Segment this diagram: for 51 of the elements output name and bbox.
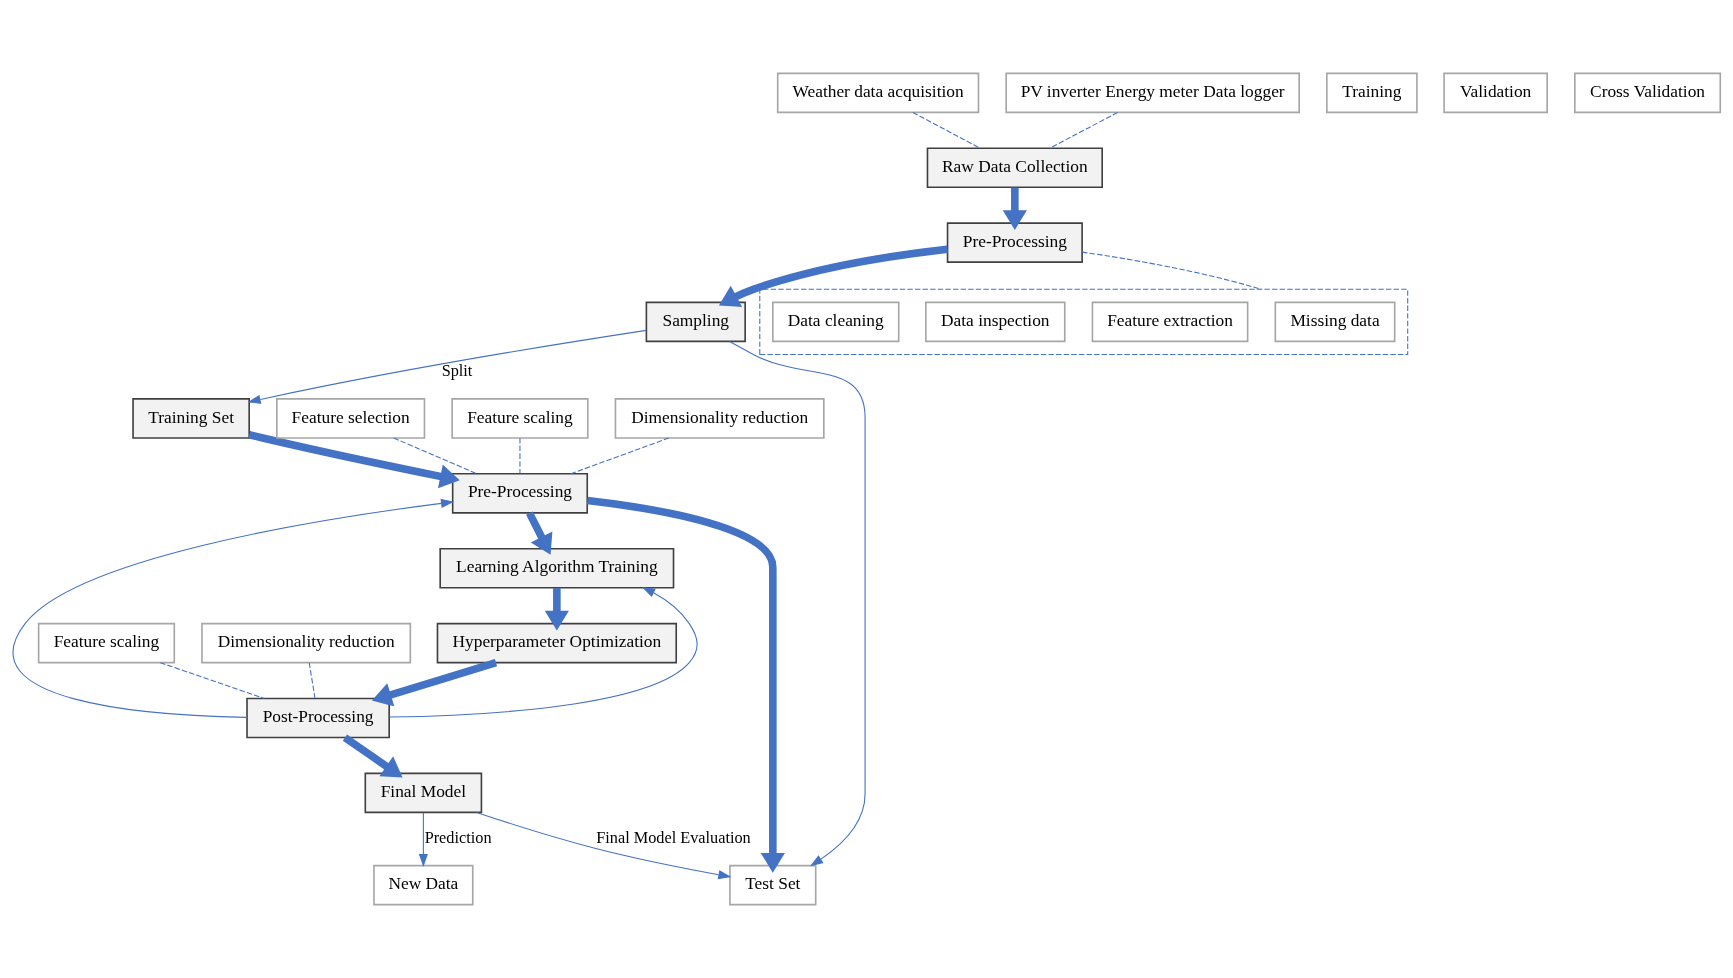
connector <box>393 437 478 475</box>
node-box: Pre-Processing <box>946 222 1083 263</box>
node-box: Pre-Processing <box>451 473 589 514</box>
node-box: Learning Algorithm Training <box>439 547 675 589</box>
node-box: Weather data acquisition <box>776 72 980 114</box>
node-box: Cross Validation <box>1574 72 1722 114</box>
arrow <box>1002 187 1027 230</box>
cluster <box>759 288 1409 355</box>
arrow <box>526 511 553 555</box>
connector <box>159 662 265 699</box>
arrow <box>12 498 455 718</box>
node-box: Data inspection <box>925 301 1066 343</box>
connector <box>912 111 981 149</box>
node-box: Validation <box>1443 72 1548 114</box>
edge-label: Split <box>441 362 473 381</box>
arrow <box>728 340 866 867</box>
connector <box>1049 111 1119 149</box>
arrow <box>476 811 732 880</box>
node-box: Post-Processing <box>246 697 390 739</box>
connector <box>1081 251 1262 290</box>
node-box: Raw Data Collection <box>926 147 1103 189</box>
arrow <box>371 659 498 707</box>
node-box: Dimensionality reduction <box>614 398 825 439</box>
arrow <box>342 734 403 778</box>
arrow <box>544 588 569 631</box>
node-box: Feature scaling <box>451 398 589 439</box>
node-box: PV inverter Energy meter Data logger <box>1005 72 1300 114</box>
arrow <box>718 245 948 308</box>
edge-label: Prediction <box>424 828 492 847</box>
node-box: Feature selection <box>276 398 426 439</box>
node-box: Training <box>1326 72 1418 114</box>
node-box: Feature scaling <box>37 622 176 664</box>
connector <box>519 437 521 474</box>
node-box: Hyperparameter Optimization <box>436 622 678 664</box>
node-box: Dimensionality reduction <box>201 622 412 664</box>
arrow <box>248 431 460 489</box>
node-box: Feature extraction <box>1091 301 1249 343</box>
node-box: Test Set <box>729 864 817 906</box>
node-box: Missing data <box>1274 301 1396 343</box>
node-box: Sampling <box>645 301 746 343</box>
edge-label: Final Model Evaluation <box>596 828 751 847</box>
arrow <box>418 812 428 868</box>
connector <box>308 662 316 699</box>
node-box: New Data <box>373 864 474 906</box>
connector <box>570 437 670 475</box>
node-box: Training Set <box>132 398 250 439</box>
arrow <box>388 587 698 718</box>
node-box: Data cleaning <box>772 301 900 343</box>
arrow <box>247 329 647 404</box>
node-box: Final Model <box>364 772 483 814</box>
arrow <box>586 496 785 873</box>
